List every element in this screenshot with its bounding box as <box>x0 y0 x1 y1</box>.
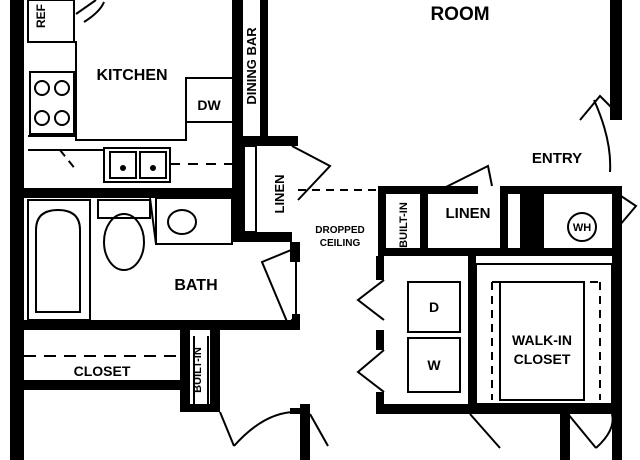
walk-in-label-2: CLOSET <box>514 351 571 367</box>
linen-label-vertical: LINEN <box>272 175 287 214</box>
fixtures <box>24 0 638 449</box>
kitchen-label: KITCHEN <box>96 67 167 84</box>
dining-bar-label: DINING BAR <box>244 27 259 105</box>
linen-label-horizontal: LINEN <box>446 205 491 222</box>
water-heater-label: WH <box>573 222 591 234</box>
entry-label: ENTRY <box>532 150 582 167</box>
room-label: ROOM <box>430 4 489 25</box>
room-labels: ROOM KITCHEN DW DINING BAR ENTRY LINEN L… <box>34 4 591 393</box>
built-in-label-upper: BUILT-IN <box>398 202 410 248</box>
dryer-label: D <box>429 299 439 315</box>
dropped-ceiling-label-1: DROPPED <box>315 225 364 236</box>
walk-in-label-1: WALK-IN <box>512 332 572 348</box>
bath-label: BATH <box>174 277 217 294</box>
dishwasher-label: DW <box>197 97 221 113</box>
dropped-ceiling-label-2: CEILING <box>320 238 361 249</box>
walls <box>10 0 622 460</box>
built-in-label-lower: BUILT-IN <box>192 347 204 393</box>
closet-label: CLOSET <box>74 363 131 379</box>
refrigerator-label: REF <box>34 4 48 28</box>
washer-label: W <box>427 357 441 373</box>
